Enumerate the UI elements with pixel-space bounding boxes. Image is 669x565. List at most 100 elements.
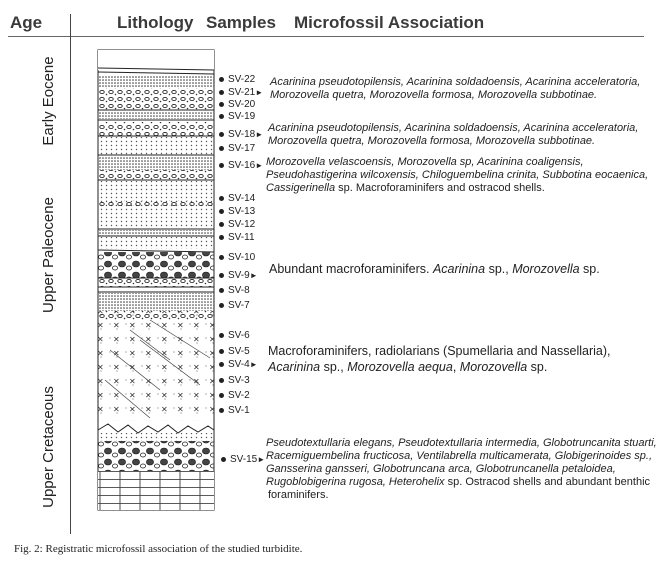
sample-label: SV-15► — [230, 454, 265, 465]
sample-dot-icon — [219, 349, 224, 354]
association-line: Morozovella velascoensis, Morozovella sp… — [266, 156, 584, 168]
association-line: Pseudotextullaria elegans, Pseudotextull… — [266, 437, 657, 449]
sample-id: SV-13 — [228, 206, 256, 217]
sample-dot-icon — [219, 196, 224, 201]
sample-id: SV-16 — [228, 160, 256, 171]
taxon-name: Morozovella — [459, 360, 528, 374]
sample-dot-icon — [219, 163, 224, 168]
sample-id: SV-22 — [228, 74, 256, 85]
association-line: Macroforaminifers, radiolarians (Spumell… — [268, 344, 611, 358]
sample-id: SV-3 — [228, 375, 250, 386]
sample-dot-icon — [219, 235, 224, 240]
sample-id: SV-19 — [228, 111, 256, 122]
lithology-header: Lithology — [117, 13, 194, 32]
age-upper-paleocene: Upper Paleocene — [40, 197, 57, 313]
sample-label: SV-17 — [228, 143, 255, 154]
sample-label: SV-20 — [228, 99, 255, 110]
arrow-right-icon: ► — [255, 130, 264, 139]
sample-dot-icon — [219, 273, 224, 278]
association-line: Pseudohastigerina wilcoxensis, Chiloguem… — [266, 169, 649, 181]
sample-dot-icon — [219, 102, 224, 107]
association-text: sp. — [527, 360, 548, 374]
sample-dot-icon — [219, 114, 224, 119]
sample-id: SV-12 — [228, 219, 256, 230]
samples-header: Samples — [206, 13, 276, 32]
arrow-right-icon: ► — [255, 161, 264, 170]
association-text: Abundant macroforaminifers. — [269, 262, 433, 276]
sample-dot-icon — [219, 146, 224, 151]
taxon-name: Cassigerinella — [266, 182, 336, 194]
association-text: sp. Macroforaminifers and ostracod shell… — [335, 182, 545, 194]
age-header: Age — [10, 13, 43, 32]
arrow-right-icon: ► — [257, 455, 266, 464]
sample-dot-icon — [219, 90, 224, 95]
header-underline — [8, 36, 644, 37]
taxon-name: Morozovella aequa — [347, 360, 453, 374]
sample-id: SV-18 — [228, 129, 256, 140]
sample-label: SV-21► — [228, 87, 263, 98]
sample-id: SV-7 — [228, 300, 250, 311]
sample-dot-icon — [221, 457, 226, 462]
sample-id: SV-4 — [228, 359, 250, 370]
sample-id: SV-17 — [228, 143, 256, 154]
association-text: sp., — [485, 262, 513, 276]
sample-id: SV-10 — [228, 252, 256, 263]
sample-dot-icon — [219, 255, 224, 260]
association-eocene-lower: Acarinina pseudotopilensis, Acarinina so… — [268, 122, 638, 148]
association-line: Morozovella quetra, Morozovella formosa,… — [268, 135, 596, 147]
figure-caption: Fig. 2: Registratic microfossil associat… — [14, 543, 303, 555]
age-axis-line — [70, 14, 71, 534]
association-line: Acarinina pseudotopilensis, Acarinina so… — [268, 122, 639, 134]
sample-dot-icon — [219, 393, 224, 398]
association-eocene-upper: Acarinina pseudotopilensis, Acarinina so… — [270, 76, 640, 102]
age-early-eocene: Early Eocene — [40, 56, 57, 146]
association-text: , — [452, 360, 460, 374]
sample-dot-icon — [219, 222, 224, 227]
sample-label: SV-8 — [228, 285, 250, 296]
taxon-name: Acarinina — [268, 360, 321, 374]
sample-dot-icon — [219, 288, 224, 293]
sample-dot-icon — [219, 378, 224, 383]
sample-label: SV-1 — [228, 405, 250, 416]
sample-dot-icon — [219, 209, 224, 214]
association-line: Racemiguembelina fructicosa, Ventilabrel… — [266, 450, 652, 462]
sample-dot-icon — [219, 408, 224, 413]
sample-dot-icon — [219, 303, 224, 308]
sample-id: SV-5 — [228, 346, 250, 357]
sample-id: SV-2 — [228, 390, 250, 401]
microfossil-header: Microfossil Association — [294, 13, 485, 32]
sample-label: SV-22 — [228, 74, 255, 85]
association-paleocene-mid: Abundant macroforaminifers. Acarinina sp… — [269, 261, 600, 277]
sample-label: SV-18► — [228, 129, 263, 140]
taxon-name: Morozovella — [512, 262, 580, 276]
sample-label: SV-10 — [228, 252, 255, 263]
arrow-right-icon: ► — [249, 360, 258, 369]
association-text: sp., — [320, 360, 348, 374]
association-cretaceous: Pseudotextullaria elegans, Pseudotextull… — [266, 437, 657, 502]
sample-id: SV-8 — [228, 285, 250, 296]
arrow-right-icon: ► — [255, 88, 264, 97]
sample-label: SV-9► — [228, 270, 258, 281]
lithology-column: ✕ — [97, 49, 215, 511]
association-line: Gansserina gansseri, Globotruncana arca,… — [266, 463, 616, 475]
sample-id: SV-6 — [228, 330, 250, 341]
sample-label: SV-5 — [228, 346, 250, 357]
sample-label: SV-7 — [228, 300, 250, 311]
association-text: sp. Ostracod shells and abundant benthic — [444, 476, 651, 488]
sample-label: SV-13 — [228, 206, 255, 217]
sample-id: SV-11 — [228, 232, 255, 243]
sample-label: SV-3 — [228, 375, 250, 386]
sample-id: SV-9 — [228, 270, 250, 281]
sample-id: SV-20 — [228, 99, 256, 110]
association-paleocene-lower: Macroforaminifers, radiolarians (Spumell… — [268, 343, 611, 375]
sample-dot-icon — [219, 77, 224, 82]
age-upper-cretaceous: Upper Cretaceous — [40, 386, 57, 508]
sample-label: SV-4► — [228, 359, 258, 370]
sample-dot-icon — [219, 333, 224, 338]
sample-label: SV-19 — [228, 111, 255, 122]
association-text: sp. — [579, 262, 600, 276]
sample-dot-icon — [219, 362, 224, 367]
taxon-name: Rugoblobigerina rugosa, Heterohelix — [266, 476, 445, 488]
association-line: Acarinina pseudotopilensis, Acarinina so… — [270, 76, 641, 88]
sample-id: SV-1 — [228, 405, 250, 416]
